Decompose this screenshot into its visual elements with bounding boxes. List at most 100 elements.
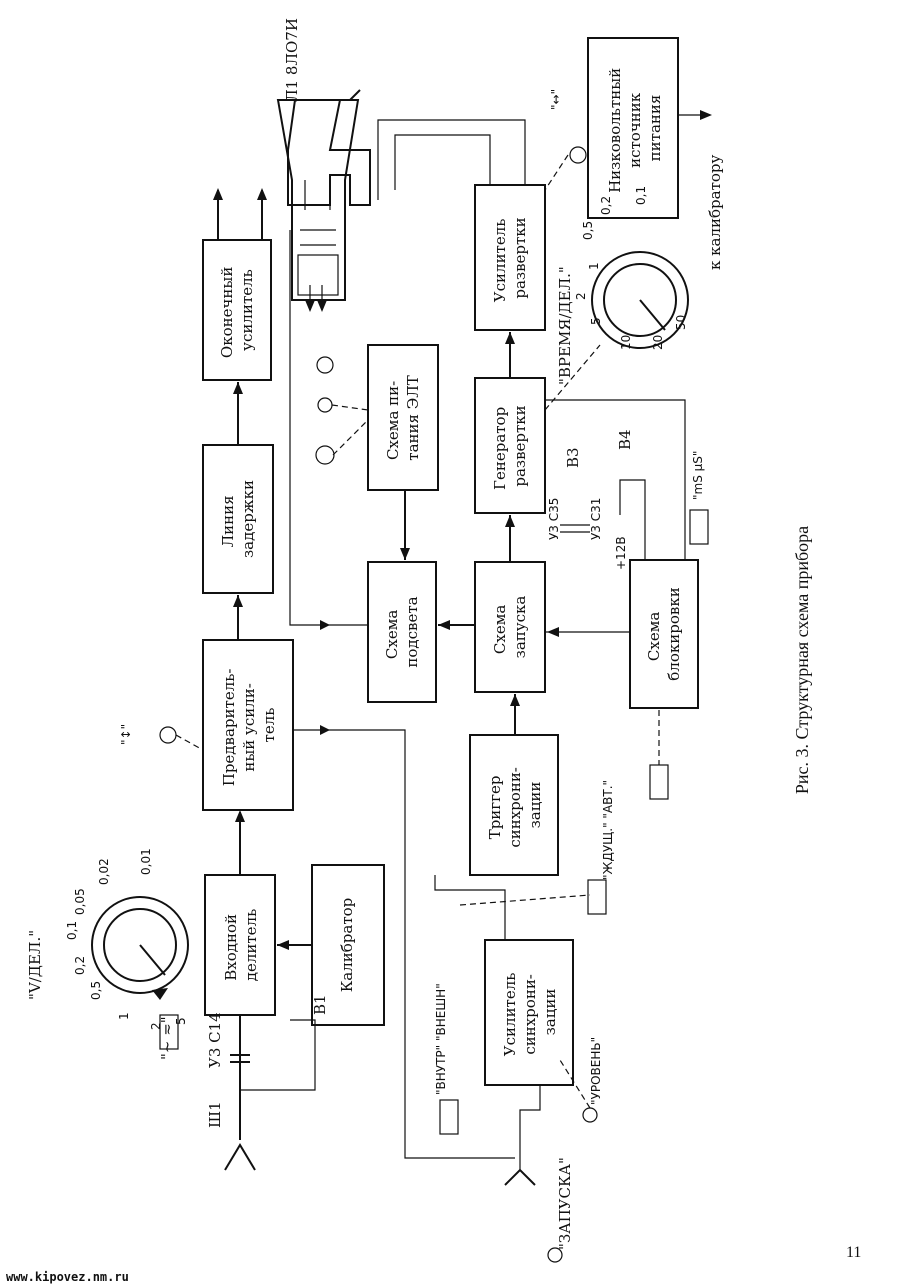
block-input-divider: Входной делитель (204, 874, 276, 1016)
volts-dial-4: 0,05 (73, 888, 87, 915)
svg-text:Низковольтный источник: Низковольтный источник питания (606, 63, 664, 193)
volts-dial-3: 0,1 (65, 921, 79, 940)
v12-label: +12В (614, 536, 628, 570)
volts-dial-9: 5 (174, 1017, 188, 1025)
sync-trigger-line-2: синхрони- (506, 767, 524, 848)
volts-dial-8: 2 (149, 1022, 163, 1030)
sync-amp-line-2: синхрони- (521, 974, 539, 1055)
crt-supply-line-2: тания ЭЛТ (404, 375, 422, 460)
sync-amp-line-3: зации (541, 989, 559, 1036)
svg-text:Усилитель синхрони-: Усилитель синхрони- зации (501, 968, 559, 1056)
block-output-amplifier: Оконечный усилитель (202, 239, 272, 381)
level-knob[interactable] (582, 1107, 598, 1123)
svg-text:Л1 8ЛО7И: Л1 8ЛО7И (283, 18, 301, 102)
svg-text:Усилитель развертки: Усилитель развертки (491, 214, 529, 302)
c35-label: У3 С35 (547, 498, 561, 540)
vertical-shift-label: "↕" (119, 724, 133, 745)
block-sync-trigger: Триггер синхрони- зации (469, 734, 559, 876)
calibrator-label: Калибратор (338, 898, 356, 993)
time-div-dial[interactable]: "ВРЕМЯ/ДЕЛ." 1 0,5 0,2 0,1 2 5 10 20 50 (544, 186, 689, 411)
input-cap-label: У3 С14 (206, 1012, 224, 1068)
block-sweep-amplifier: Усилитель развертки (474, 184, 546, 331)
input-connector-label: Ш1 (206, 1101, 224, 1128)
block-crt-supply: Схема пи- тания ЭЛТ (367, 344, 439, 491)
page-number: 11 (846, 1244, 862, 1261)
input-divider-line-2: делитель (242, 909, 260, 982)
ac-dc-switch[interactable] (159, 1014, 179, 1050)
switch-b1-label: В1 (311, 994, 329, 1015)
svg-text:Схема запуска: Схема запуска (491, 596, 529, 659)
int-ext-switch[interactable] (439, 1099, 459, 1135)
b3-label: В3 (564, 447, 582, 468)
level-label: "УРОВЕНЬ" (589, 1037, 603, 1105)
volts-div-dial[interactable]: "V/ДЕЛ." 0,5 0,2 0,1 0,05 0,02 0,01 1 2 … (26, 848, 189, 1030)
intensity-knob[interactable] (316, 356, 334, 374)
block-calibrator: Калибратор (311, 864, 385, 1026)
time-dial-9: 50 (674, 315, 688, 330)
input-divider-line-1: Входной (222, 914, 240, 981)
horizontal-shift-knob[interactable] (569, 146, 587, 164)
output-amp-line-2: усилитель (238, 269, 256, 351)
lock-line-2: блокировки (665, 587, 683, 680)
time-div-label: "ВРЕМЯ/ДЕЛ." (556, 266, 574, 385)
block-lv-supply: Низковольтный источник питания (587, 37, 679, 219)
time-dial-7: 10 (619, 335, 633, 350)
svg-text:Схема пи- тания ЭЛТ: Схема пи- тания ЭЛТ (384, 375, 422, 460)
svg-text:Триггер синхрони-: Триггер синхрони- зации (486, 762, 544, 847)
block-trigger-circuit: Схема запуска (474, 561, 546, 693)
time-dial-2: 0,5 (581, 221, 595, 240)
svg-text:Входной делитель: Входной делитель (222, 909, 260, 982)
block-preamplifier: Предваритель- ный усили- тель (202, 639, 294, 811)
volts-dial-2: 0,2 (73, 956, 87, 975)
lv-supply-line-1: Низковольтный (606, 68, 624, 193)
preamp-line-1: Предваритель- (220, 669, 238, 787)
time-dial-5: 2 (574, 292, 588, 300)
time-dial-3: 0,2 (599, 196, 613, 215)
wait-auto-switch[interactable] (587, 879, 607, 915)
volts-dial-6: 0,01 (139, 848, 153, 875)
sync-amp-line-1: Усилитель (501, 973, 519, 1057)
focus-knob[interactable] (315, 445, 335, 465)
svg-text:Генератор развертки: Генератор развертки (491, 402, 529, 490)
volts-dial-7: 1 (117, 1012, 131, 1020)
block-lock-circuit: Схема блокировки (629, 559, 699, 709)
sync-trigger-line-3: зации (526, 782, 544, 829)
preamp-line-2: ный усили- (240, 683, 258, 772)
svg-text:Предваритель- ный усили-: Предваритель- ный усили- тель (220, 664, 278, 787)
crt-tube: Л1 8ЛО7И (276, 18, 371, 312)
to-calibrator-label: к калибратору (706, 155, 724, 270)
signal-connections (213, 110, 712, 1170)
trig-input-label: "ЗАПУСКА" (556, 1157, 574, 1250)
trig-input-connector[interactable] (547, 1247, 563, 1263)
horizontal-shift-label: "↔" (549, 89, 563, 110)
vertical-shift-knob[interactable] (159, 726, 177, 744)
sweep-gen-line-2: развертки (511, 405, 529, 486)
unblank-line-2: подсвета (403, 596, 421, 667)
ms-us-switch[interactable] (689, 509, 709, 545)
preamp-line-3: тель (260, 708, 278, 743)
trigger-line-2: запуска (511, 596, 529, 659)
crt-supply-line-1: Схема пи- (384, 381, 402, 460)
volts-div-label: "V/ДЕЛ." (26, 930, 44, 1000)
time-dial-4: 0,1 (634, 186, 648, 205)
website-footer: www.kipovez.nm.ru (6, 1270, 129, 1284)
figure-caption: Рис. 3. Структурная схема прибора (792, 525, 812, 795)
controls: "↕" "↔" Ш1 У3 С14 В1 "~ ≂" к калибратору… (119, 89, 724, 1263)
lock-switch[interactable] (649, 764, 669, 800)
svg-text:Схема блокировки: Схема блокировки (645, 587, 683, 680)
trigger-line-1: Схема (491, 605, 509, 654)
lock-line-1: Схема (645, 612, 663, 661)
ac-dc-label: "~ ≂" (158, 1016, 176, 1060)
time-dial-8: 20 (651, 335, 665, 350)
b4-label: В4 (616, 429, 634, 450)
svg-text:Схема подсвета: Схема подсвета (383, 596, 421, 667)
svg-text:Оконечный усилитель: Оконечный усилитель (218, 262, 256, 358)
lv-supply-line-3: питания (646, 95, 664, 162)
block-unblank: Схема подсвета (367, 561, 437, 703)
volts-dial-1: 0,5 (89, 981, 103, 1000)
sweep-amp-line-1: Усилитель (491, 219, 509, 303)
lv-supply-line-2: источник (626, 92, 644, 168)
svg-text:Линия задержки: Линия задержки (219, 480, 257, 558)
astig-knob[interactable] (317, 397, 333, 413)
